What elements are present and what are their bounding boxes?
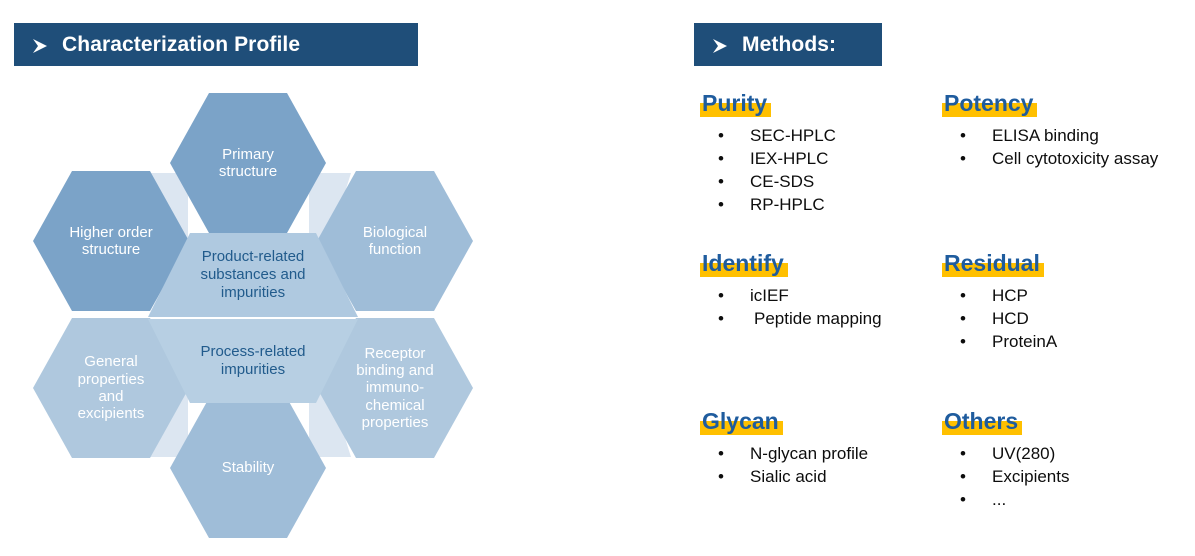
- method-list-item: •Peptide mapping: [700, 308, 940, 330]
- bullet-icon: •: [718, 149, 724, 169]
- method-list-item: •N-glycan profile: [700, 443, 940, 465]
- method-list-item: •RP-HPLC: [700, 194, 940, 216]
- method-list-item: •UV(280): [942, 443, 1182, 465]
- method-list-glycan: •N-glycan profile•Sialic acid: [700, 443, 940, 488]
- arrow-bullet-icon: [30, 36, 50, 56]
- method-block-potency: Potency •ELISA binding•Cell cytotoxicity…: [942, 92, 1182, 171]
- highlight-bar: [942, 103, 1038, 117]
- method-block-glycan: Glycan •N-glycan profile•Sialic acid: [700, 410, 940, 489]
- highlight-bar: [700, 421, 783, 435]
- method-title-potency: Potency: [942, 92, 1038, 117]
- bullet-icon: •: [960, 149, 966, 169]
- method-list-item: •ELISA binding: [942, 125, 1182, 147]
- method-list-item: •...: [942, 489, 1182, 511]
- bullet-icon: •: [960, 309, 966, 329]
- bullet-icon: •: [960, 490, 966, 510]
- arrow-bullet-icon: [710, 36, 730, 56]
- method-title-glycan: Glycan: [700, 410, 783, 435]
- characterization-profile-banner: Characterization Profile: [14, 23, 418, 66]
- bullet-icon: •: [718, 195, 724, 215]
- hexagon-label: Stability: [221, 459, 275, 477]
- bullet-icon: •: [718, 467, 724, 487]
- method-list-item: •IEX-HPLC: [700, 148, 940, 170]
- bullet-icon: •: [960, 332, 966, 352]
- highlight-bar: [700, 263, 788, 277]
- method-title-identify: Identify: [700, 252, 788, 277]
- method-list-potency: •ELISA binding•Cell cytotoxicity assay: [942, 125, 1182, 170]
- bullet-icon: •: [960, 444, 966, 463]
- methods-banner: Methods:: [694, 23, 882, 66]
- method-list-item: •Excipients: [942, 466, 1182, 488]
- method-list-residual: •HCP•HCD•ProteinA: [942, 285, 1182, 353]
- bullet-icon: •: [718, 286, 724, 305]
- method-list-item: •HCD: [942, 308, 1182, 330]
- method-title-purity: Purity: [700, 92, 772, 117]
- method-block-purity: Purity •SEC-HPLC•IEX-HPLC•CE-SDS•RP-HPLC: [700, 92, 940, 217]
- characterization-profile-title: Characterization Profile: [62, 32, 301, 56]
- method-list-item: •Sialic acid: [700, 466, 940, 488]
- method-list-item: •icIEF: [700, 285, 940, 307]
- bullet-icon: •: [960, 286, 966, 305]
- method-title-others: Others: [942, 410, 1023, 435]
- method-list-identify: •icIEF•Peptide mapping: [700, 285, 940, 330]
- method-list-item: •SEC-HPLC: [700, 125, 940, 147]
- highlight-bar: [700, 103, 772, 117]
- method-title-residual: Residual: [942, 252, 1044, 277]
- highlight-bar: [942, 263, 1044, 277]
- method-list-others: •UV(280)•Excipients•...: [942, 443, 1182, 511]
- method-block-others: Others •UV(280)•Excipients•...: [942, 410, 1182, 512]
- method-list-item: •HCP: [942, 285, 1182, 307]
- bullet-icon: •: [718, 309, 724, 329]
- methods-grid: Purity •SEC-HPLC•IEX-HPLC•CE-SDS•RP-HPLC…: [700, 92, 1190, 552]
- method-list-item: •CE-SDS: [700, 171, 940, 193]
- bullet-icon: •: [960, 467, 966, 487]
- hexagon-stability[interactable]: Stability: [170, 398, 326, 538]
- bullet-icon: •: [718, 172, 724, 192]
- method-list-item: •ProteinA: [942, 331, 1182, 353]
- method-list-purity: •SEC-HPLC•IEX-HPLC•CE-SDS•RP-HPLC: [700, 125, 940, 216]
- methods-title: Methods:: [742, 32, 837, 56]
- bullet-icon: •: [718, 444, 724, 463]
- bullet-icon: •: [718, 126, 724, 145]
- method-block-residual: Residual •HCP•HCD•ProteinA: [942, 252, 1182, 354]
- highlight-bar: [942, 421, 1023, 435]
- method-block-identify: Identify •icIEF•Peptide mapping: [700, 252, 940, 331]
- method-list-item: •Cell cytotoxicity assay: [942, 148, 1182, 170]
- bullet-icon: •: [960, 126, 966, 145]
